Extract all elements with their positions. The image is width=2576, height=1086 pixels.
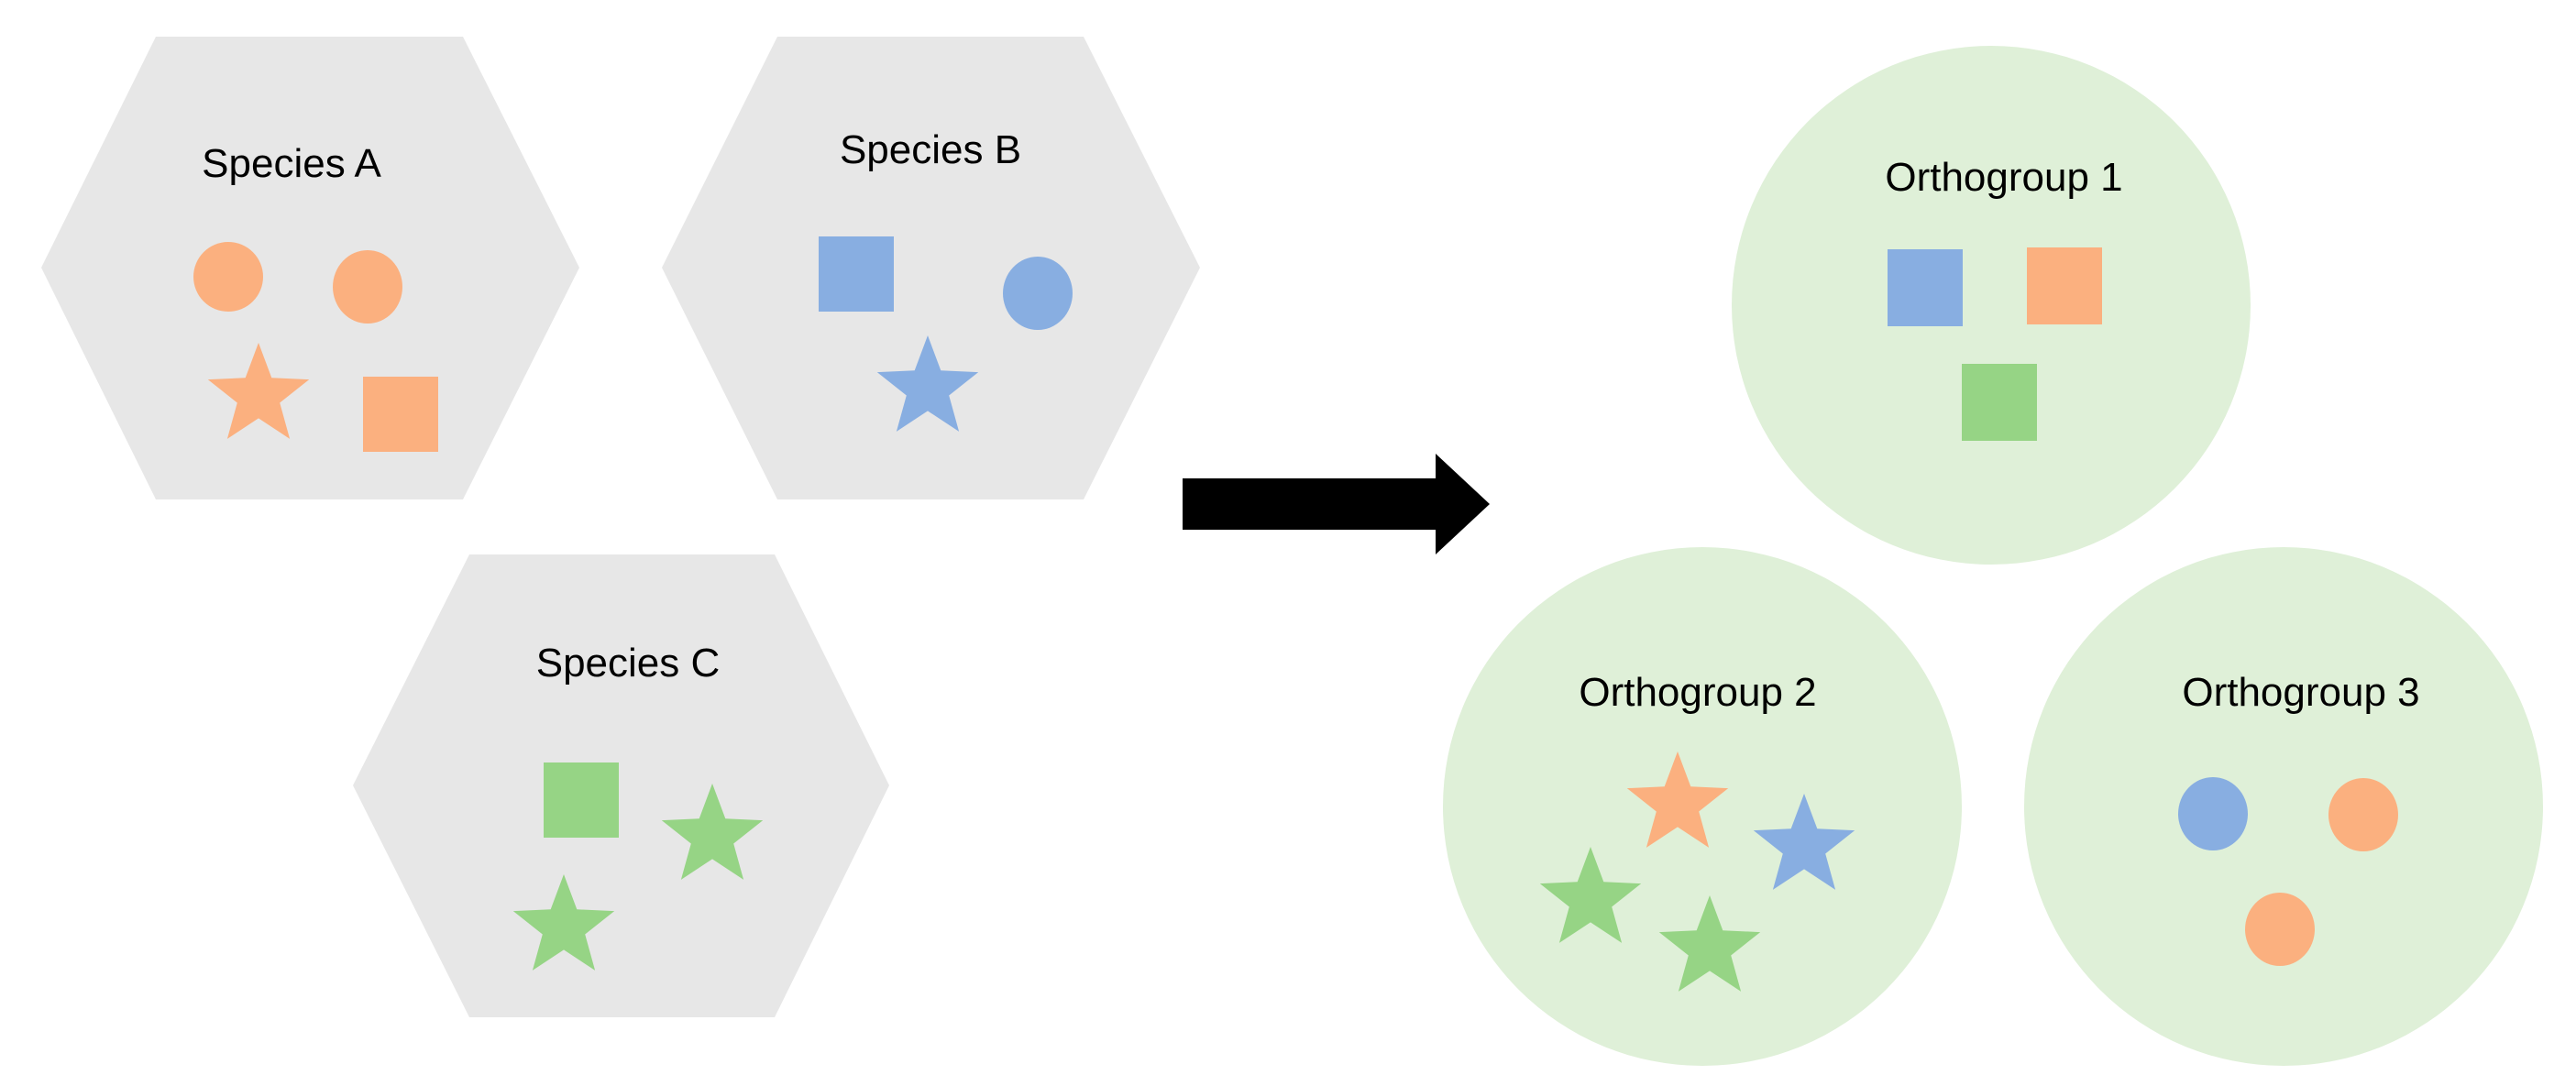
orthogroup-3-label: Orthogroup 3 [2182, 670, 2419, 715]
species-a-orange-star [207, 343, 310, 439]
orthogroup-1-blue-square [1888, 249, 1963, 326]
species-c-green-star-1 [661, 784, 764, 880]
right-arrow-icon [1183, 454, 1490, 554]
orthogroup-2-orange-star [1626, 751, 1729, 848]
orthogroup-3-circle [2024, 547, 2543, 1066]
orthogroup-2-blue-star [1753, 794, 1855, 890]
species-a-label: Species A [202, 141, 381, 186]
species-b-blue-square [819, 236, 894, 312]
orthogroup-1-orange-square [2027, 247, 2102, 324]
orthogroup-2-green-star-1 [1539, 847, 1642, 943]
orthogroup-2-label: Orthogroup 2 [1579, 670, 1816, 715]
orthogroup-3-orange-circle-1 [2328, 778, 2398, 851]
orthogroup-1-green-square [1962, 364, 2037, 441]
species-c-green-square [544, 762, 619, 838]
orthogroup-1-label: Orthogroup 1 [1885, 155, 2122, 200]
orthogroup-3-orange-circle-2 [2245, 893, 2315, 966]
species-a-hexagon [41, 37, 579, 499]
species-b-blue-circle [1003, 257, 1073, 330]
species-c-green-star-2 [512, 874, 615, 971]
orthogroup-2-group: Orthogroup 2 [1443, 547, 1962, 1066]
species-a-orange-square [363, 377, 438, 452]
species-c-label: Species C [536, 641, 721, 686]
orthogroup-3-group: Orthogroup 3 [2024, 547, 2543, 1066]
species-a-orange-circle-2 [333, 250, 402, 324]
orthogroup-1-circle [1732, 46, 2251, 565]
species-b-blue-star [876, 335, 979, 432]
species-b-label: Species B [840, 127, 1021, 172]
species-b-hexagon [662, 37, 1200, 499]
species-a-group: Species A [41, 37, 579, 499]
orthogroup-1-group: Orthogroup 1 [1732, 46, 2251, 565]
orthogroup-2-green-star-2 [1658, 895, 1761, 992]
species-b-group: Species B [662, 37, 1200, 499]
species-c-hexagon [353, 554, 889, 1017]
species-c-group: Species C [353, 554, 889, 1017]
species-a-orange-circle-1 [193, 242, 263, 312]
orthogroup-3-blue-circle [2178, 777, 2248, 850]
